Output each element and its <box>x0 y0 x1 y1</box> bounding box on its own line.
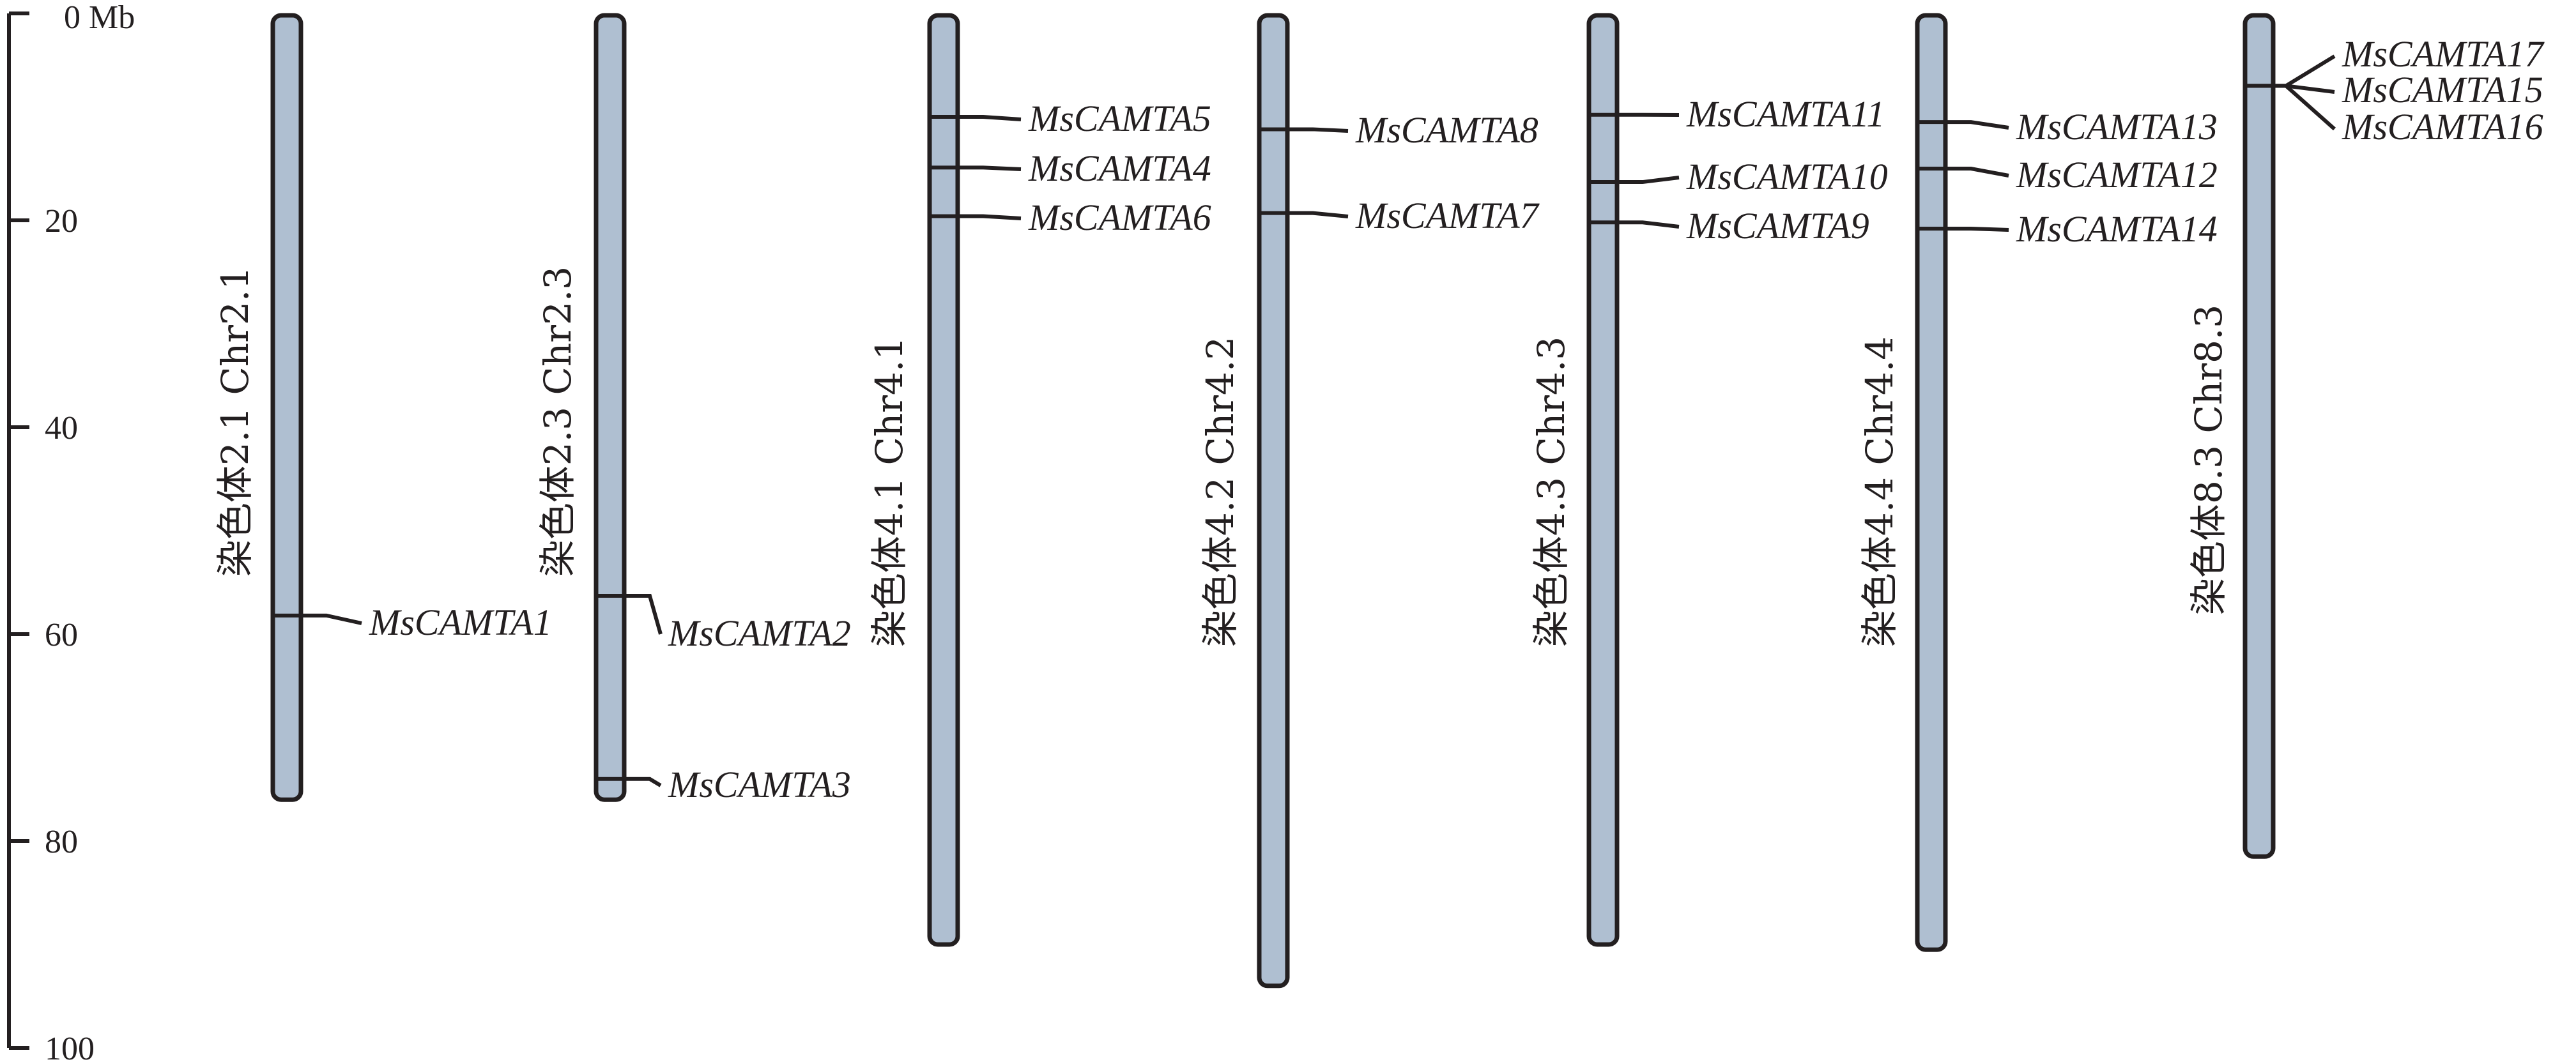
chromosome-body <box>1257 13 1290 989</box>
axis-tick-label: 80 <box>45 824 78 860</box>
scale-axis: 20 40 60 80 100 0 Mb <box>7 0 135 1062</box>
axis-tick-label: 100 <box>45 1031 95 1062</box>
gene-connector <box>958 115 1022 121</box>
gene-markers: MsCAMTA1 <box>273 602 552 643</box>
gene-connector <box>624 777 662 787</box>
gene-label: MsCAMTA11 <box>1686 93 1885 135</box>
gene-connector <box>1287 211 1349 218</box>
gene-connector <box>1287 127 1349 133</box>
gene-connector <box>1945 120 2009 130</box>
chromosome-body <box>270 13 303 802</box>
chromosome-body <box>2242 13 2276 859</box>
gene-label: MsCAMTA15 <box>2342 69 2543 110</box>
gene-connector <box>301 613 362 625</box>
chromosome-chr2-1: 染色体2.1 Chr2.1 MsCAMTA1 <box>213 13 552 802</box>
gene-label: MsCAMTA6 <box>1028 197 1211 238</box>
chromosome-body <box>1586 13 1620 947</box>
gene-label: MsCAMTA12 <box>2016 154 2218 195</box>
gene-label: MsCAMTA16 <box>2342 106 2543 148</box>
chromosome-chr4-4: 染色体4.4 Chr4.4 MsCAMTA13MsCAMTA12MsCAMTA1… <box>1858 13 2218 952</box>
gene-connector <box>1617 176 1680 185</box>
chromosome-label: 染色体4.3 Chr4.3 <box>1529 337 1573 647</box>
gene-connector <box>2273 54 2336 88</box>
gene-label: MsCAMTA8 <box>1355 109 1538 151</box>
gene-label: MsCAMTA3 <box>668 764 851 805</box>
chromosome-label: 染色体4.2 Chr4.2 <box>1199 337 1242 647</box>
gene-connector <box>958 165 1022 171</box>
gene-connector <box>1617 220 1680 229</box>
axis-tick-label: 40 <box>45 410 78 446</box>
axis-tick-label: 20 <box>45 203 78 239</box>
chromosome-label: 染色体4.1 Chr4.1 <box>868 337 911 647</box>
gene-label: MsCAMTA7 <box>1355 195 1540 236</box>
axis-tick-label: 60 <box>45 617 78 653</box>
axis-ticks: 20 40 60 80 100 <box>9 11 95 1062</box>
gene-connector <box>958 214 1022 220</box>
chromosome-label: 染色体4.4 Chr4.4 <box>1858 337 1901 647</box>
chromosome-label: 染色体8.3 Chr8.3 <box>2187 305 2230 615</box>
gene-label: MsCAMTA2 <box>668 612 851 654</box>
chromosome-body <box>927 13 960 947</box>
gene-label: MsCAMTA17 <box>2342 33 2545 75</box>
chromosome-label: 染色体2.3 Chr2.3 <box>536 266 579 577</box>
gene-connector <box>1945 226 2009 232</box>
gene-label: MsCAMTA1 <box>369 602 552 643</box>
gene-label: MsCAMTA14 <box>2016 208 2218 250</box>
gene-label: MsCAMTA10 <box>1686 156 1888 197</box>
gene-label: MsCAMTA4 <box>1028 148 1211 189</box>
gene-connector <box>1945 167 2009 178</box>
gene-label: MsCAMTA13 <box>2016 106 2218 148</box>
gene-connector <box>624 594 663 635</box>
chromosome-label: 染色体2.1 Chr2.1 <box>213 266 257 577</box>
gene-label: MsCAMTA9 <box>1686 205 1869 247</box>
gene-connector <box>2273 84 2336 131</box>
chromosome-body <box>1915 13 1948 952</box>
axis-unit-label: 0 Mb <box>64 0 135 36</box>
chromosome-chr8-3: 染色体8.3 Chr8.3 MsCAMTA17MsCAMTA15MsCAMTA1… <box>2187 13 2545 859</box>
chromosome-body <box>594 13 627 802</box>
gene-label: MsCAMTA5 <box>1028 98 1211 139</box>
